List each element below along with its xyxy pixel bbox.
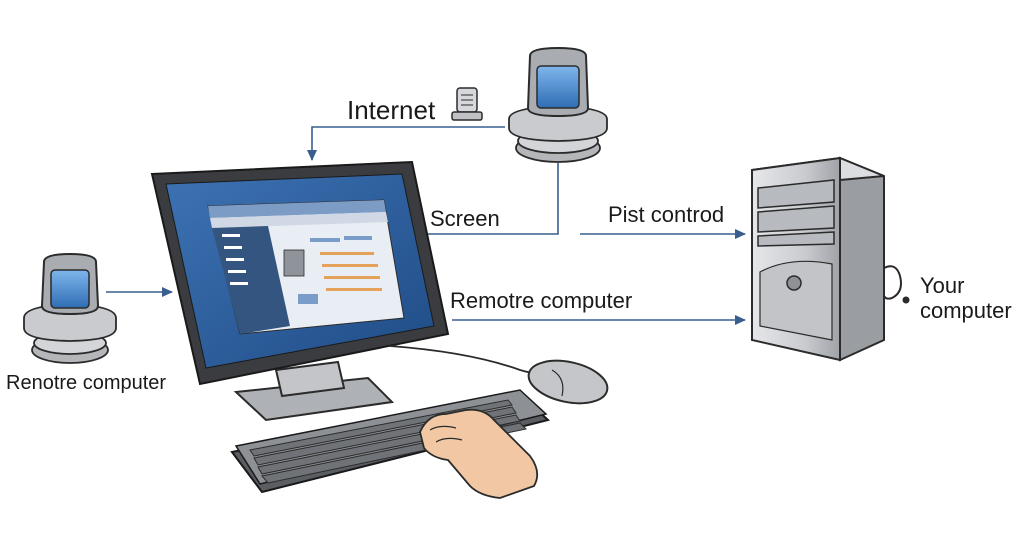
label-pist-control: Pist controd — [608, 202, 724, 227]
label-remote-computer-center: Remotre computer — [450, 288, 632, 313]
mouse-cable — [389, 345, 549, 375]
top-remote-computer-icon — [508, 46, 608, 163]
arrow-internet-to-monitor — [307, 126, 505, 161]
connection-lines — [106, 126, 746, 325]
small-server-icon — [451, 87, 483, 121]
left-remote-computer-icon — [23, 252, 117, 364]
main-monitor — [150, 160, 549, 422]
line-screen-to-top-computer — [428, 163, 559, 235]
computer-mouse — [527, 359, 609, 405]
label-internet: Internet — [347, 95, 436, 125]
screen-app-window — [207, 199, 405, 335]
monitor-stand-neck — [274, 360, 346, 398]
tower-cable — [883, 265, 902, 300]
power-button-icon — [786, 275, 802, 291]
label-screen: Screen — [430, 206, 500, 231]
label-remote-computer-left: Renotre computer — [6, 372, 166, 394]
label-your-computer-line1: Your — [920, 273, 964, 298]
desktop-tower — [751, 156, 910, 362]
label-your-computer-line2: computer — [920, 298, 1012, 323]
hand-on-keyboard — [419, 408, 539, 499]
